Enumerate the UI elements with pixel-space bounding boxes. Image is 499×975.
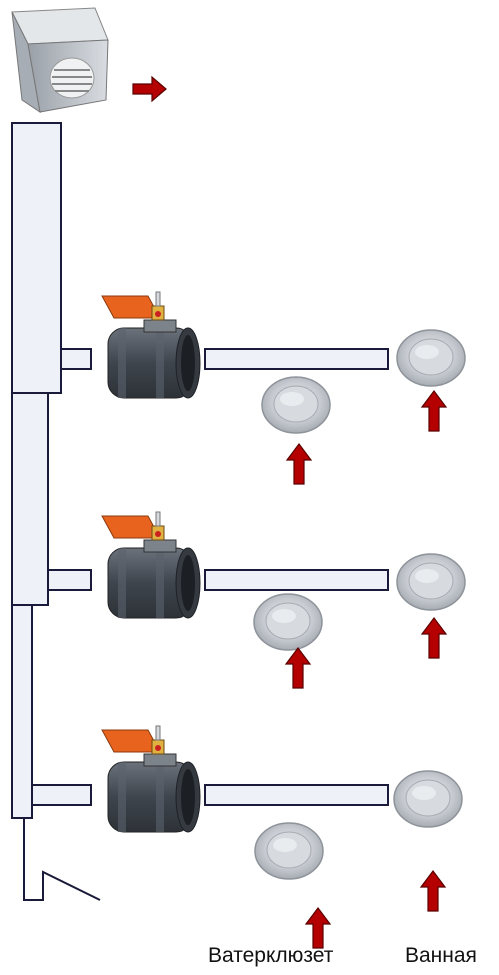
- branch-level-3: [31, 725, 463, 949]
- air-diffuser-icon: [254, 822, 324, 880]
- label-bathroom: Ванная: [405, 944, 477, 967]
- red-arrow-icon: [305, 907, 331, 949]
- red-arrow-icon: [421, 390, 447, 432]
- branch-level-1: [60, 291, 466, 485]
- motorized-damper-icon: [101, 725, 201, 833]
- air-diffuser-icon: [396, 553, 466, 611]
- red-arrow-icon: [421, 617, 447, 659]
- red-arrow-icon: [285, 647, 311, 689]
- air-diffuser-icon: [393, 770, 463, 828]
- air-diffuser-icon: [261, 376, 331, 434]
- red-arrow-icon: [132, 75, 167, 103]
- label-toilet: Ватерклюзет: [208, 944, 334, 967]
- red-arrow-icon: [420, 870, 446, 912]
- riser-duct: [11, 122, 62, 819]
- air-diffuser-icon: [253, 593, 323, 651]
- motorized-damper-icon: [101, 511, 201, 619]
- motorized-damper-icon: [101, 291, 201, 399]
- riser-outlet: [23, 818, 101, 901]
- branch-level-2: [47, 511, 466, 689]
- roof-exhaust-fan-icon: [11, 7, 109, 114]
- air-diffuser-icon: [396, 329, 466, 387]
- red-arrow-icon: [286, 443, 312, 485]
